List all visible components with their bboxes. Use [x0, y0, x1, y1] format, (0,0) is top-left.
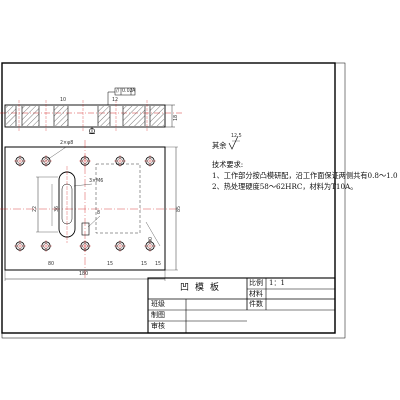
note-2: 2、热处理硬度58～62HRC，材料为T10A。	[212, 182, 358, 191]
material-label: 材料	[249, 290, 263, 298]
roughness-symbol	[228, 135, 239, 150]
roughness-value: 12.5	[231, 134, 242, 139]
center-hole-note: 2×φ8	[60, 141, 74, 146]
notes-heading: 技术要求:	[212, 160, 244, 169]
pitch-dim: 90	[149, 236, 154, 243]
title-block	[147, 277, 336, 334]
small-dim: 8	[97, 211, 101, 216]
tolerance-datum: A	[132, 88, 136, 94]
row-label-class: 班级	[151, 300, 165, 308]
outer-sheet-frame	[1, 62, 346, 339]
tolerance-value: 0.02	[122, 88, 133, 94]
part-name: 凹模板	[180, 283, 226, 293]
row-label-drawn: 制图	[151, 311, 165, 319]
roughness-label: 其余	[212, 141, 227, 150]
row-label-checked: 审核	[151, 322, 165, 330]
bottom-dim-1: 80	[48, 262, 55, 267]
scale-label: 比例	[249, 279, 263, 287]
bottom-dim-2: 15	[107, 262, 114, 267]
height-dim: 85	[177, 205, 182, 212]
section-view	[0, 91, 182, 134]
section-hole-dim-2: 12	[112, 98, 119, 103]
tolerance-symbol: //	[116, 88, 120, 94]
section-hole-dim-1: 10	[60, 98, 67, 103]
width-dim: 180	[79, 272, 89, 277]
scale-value: 1：1	[269, 279, 285, 287]
inner-dim: 36	[55, 205, 60, 212]
bottom-dim-3: 15	[141, 262, 148, 267]
quantity-label: 件数	[249, 300, 263, 308]
slot-note: 3×M6	[89, 179, 104, 184]
note-1: 1、工作部分按凸模研配，沿工作面保证两侧共有0.8～1.0	[212, 171, 398, 180]
left-dim: 22	[33, 205, 38, 212]
right-dim: 15	[155, 262, 162, 267]
hole-group	[14, 155, 156, 252]
tolerance-frame	[114, 87, 136, 96]
thickness-dim: 18	[174, 114, 179, 121]
